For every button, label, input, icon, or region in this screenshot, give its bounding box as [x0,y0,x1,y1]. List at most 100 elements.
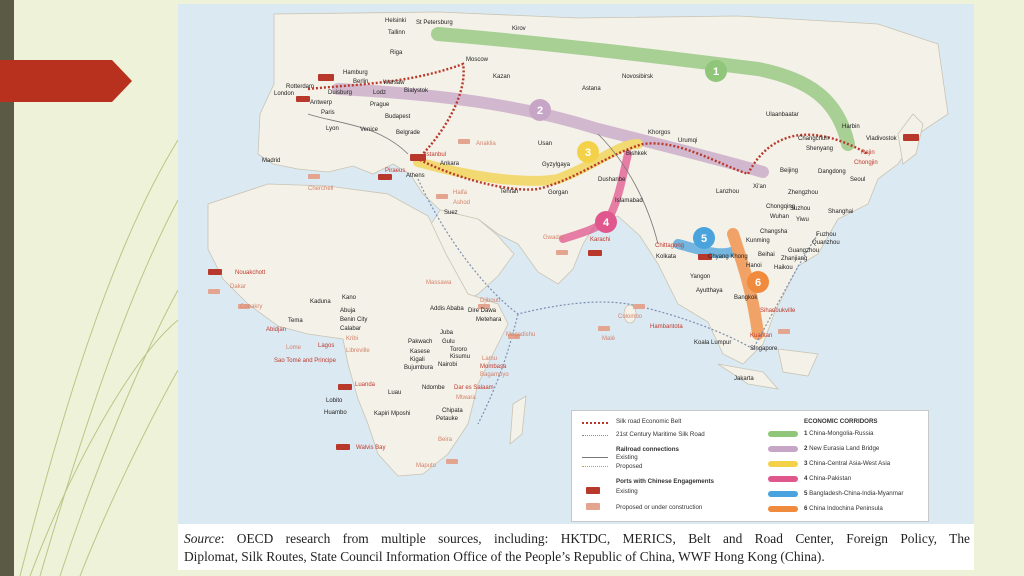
corridor-2-marker [529,99,551,121]
svg-text:3: 3 [585,147,591,159]
svg-text:5: 5 [701,233,707,245]
proposed-port-icons [208,139,790,464]
legend-corridor-5-swatch [768,491,798,497]
city-chongjin: Chongjin [854,160,878,166]
legend-port-proposed-icon [586,503,600,510]
city-lagos: Lagos [318,343,334,349]
city-kaduna: Kaduna [310,299,331,305]
legend-corridor-5-name: Bangladesh-China-India-Myanmar [809,490,904,497]
city-jakarta: Jakarta [734,376,754,382]
caption-source-label: Source [184,531,221,546]
city-vladivostok: Vladivostok [866,136,898,142]
city-bagamoyo: Bagamoyo [480,372,509,378]
city-hamburg: Hamburg [343,70,368,76]
city-madrid: Madrid [262,158,280,164]
legend-port-existing-icon [586,487,600,494]
city-mogadishu: Mogadishu [506,332,535,338]
legend-corridor-5-number: 5 [804,490,810,497]
city-colombo: Colombo [618,314,643,320]
city-chittagong: Chittagong [655,243,684,249]
legend-corridor-6-name: China Indochina Peninsula [809,505,883,512]
city-duisburg: Duisburg [328,90,352,96]
corridor-markers: 1 2 3 4 5 6 [529,60,769,293]
city-kapiri: Kapiri Mposhi [374,411,410,417]
city-sao-tome: Sao Tomé and Principe [274,358,337,364]
legend-ports-proposed-label: Proposed or under construction [616,504,703,511]
legend-rail-proposed-swatch [582,466,608,467]
city-astana: Astana [582,86,601,92]
legend-corridor-4-label: 4 China-Pakistan [804,475,851,482]
city-tallinn: Tallinn [388,30,405,36]
svg-text:2: 2 [537,105,543,117]
legend-silk-road-swatch [582,422,608,424]
city-shanghai: Shanghai [828,209,853,215]
city-budapest: Budapest [385,114,411,120]
legend-rail-existing-swatch [582,457,608,458]
city-male: Malé [602,336,616,342]
city-chipata: Chipata [442,408,463,414]
silk-road-economic-belt [307,62,869,191]
city-abuja: Abuja [340,308,356,314]
city-bishkek: Bishkek [626,151,648,157]
city-changchun: Changchun [798,136,829,142]
city-beijing: Beijing [780,168,798,174]
legend-corridor-5-label: 5 Bangladesh-China-India-Myanmar [804,490,903,497]
city-shenyang: Shenyang [806,146,833,152]
city-conakry: Conakry [240,304,262,310]
slide-sidebar-bar [0,0,14,576]
city-quanzhou: Quanzhou [812,240,840,246]
legend-corridors-title: ECONOMIC CORRIDORS [804,418,878,425]
city-zhanjiang: Zhanjiang [781,256,807,262]
city-libreville: Libreville [346,348,370,354]
city-hambantota: Hambantota [650,324,683,330]
city-labels: Helsinki St Petersburg Tallinn Kirov Rig… [230,18,898,469]
existing-port-icons [208,74,919,450]
city-rajin: Rajin [861,150,875,156]
corridor-1-band [431,27,855,151]
corridor-1-marker [705,60,727,82]
city-juba: Juba [440,330,454,336]
corridor-4-marker [595,211,617,233]
city-abidjan: Abidjan [266,327,286,333]
legend-maritime-label: 21st Century Maritime Silk Road [616,431,705,438]
corridor-3-band [413,139,643,186]
city-luanda: Luanda [355,382,376,388]
corridor-2-band [332,83,769,178]
city-kuantan: Kuantan [750,333,772,339]
legend-corridor-6-number: 6 [804,505,810,512]
city-mtwara: Mtwara [456,395,476,401]
city-benin-city: Benin City [340,317,367,323]
city-urumqi: Urumqi [678,138,697,144]
city-haifa: Haifa [453,190,468,196]
city-rotterdam: Rotterdam [286,84,314,90]
legend-corridor-4-swatch [768,476,798,482]
city-paris: Paris [321,110,335,116]
city-changsha: Changsha [760,229,788,235]
africa-landmass [207,183,509,477]
city-kigali: Kigali [410,357,425,363]
city-islamabad: Islamabad [615,198,643,204]
maritime-silk-road [417,178,819,350]
city-gyzylgaya: Gyzylgaya [542,162,571,168]
city-suzhou: Suzhou [790,206,810,212]
city-lobito: Lobito [326,398,343,404]
city-kribi: Kribi [346,336,358,342]
city-novosibirsk: Novosibirsk [622,74,654,80]
city-riga: Riga [390,50,403,56]
legend-rail-title: Railroad connections [616,446,679,453]
city-ashod: Ashod [453,200,470,206]
legend-corridor-3-swatch [768,461,798,467]
city-london: London [274,91,294,97]
corridor-3-marker [577,141,599,163]
city-petauke: Petauke [436,416,459,422]
map-legend: Silk road Economic Belt 21st Century Mar… [571,410,929,522]
city-yangon: Yangon [690,274,710,280]
city-cherchell: Cherchell [308,186,333,192]
city-ndombe: Ndombe [422,385,445,391]
corridor-5-marker [693,227,715,249]
city-nouakchott: Nouakchott [235,270,266,276]
city-hanoi: Hanoi [746,263,762,269]
city-gorgan: Gorgan [548,190,568,196]
legend-corridor-4-name: China-Pakistan [809,475,852,482]
city-haikou: Haikou [774,265,793,271]
